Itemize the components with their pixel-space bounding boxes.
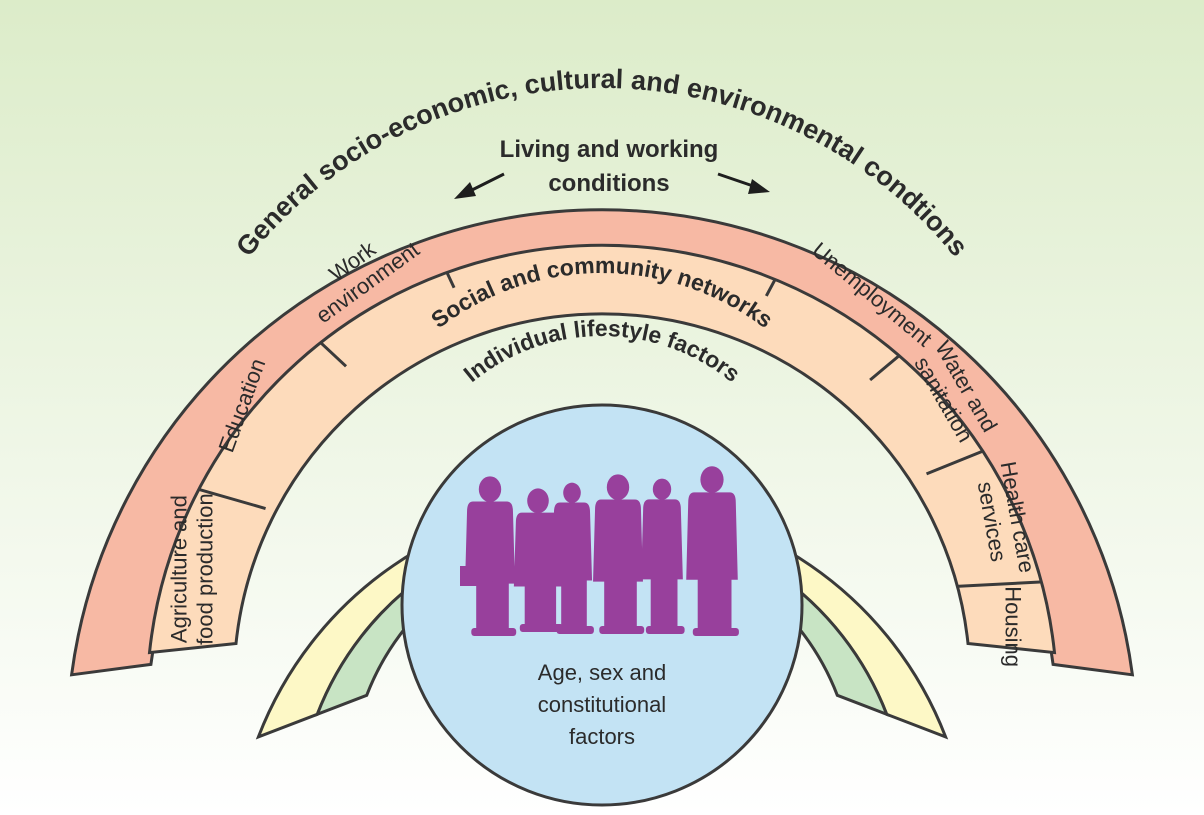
person-silhouette [593,474,645,634]
core-label-line3: factors [569,724,635,749]
person-silhouette [686,466,739,636]
segment-housing: Housing [1001,586,1026,667]
person-silhouette [641,478,685,634]
living-working-line1: Living and working [500,136,719,163]
core-label: Age, sex and constitutional factors [538,660,666,749]
living-working-title: Living and working conditions [454,136,770,199]
segment-housing-line1: Housing [1001,586,1026,667]
segment-agriculture-line1: Agriculture and [166,495,191,643]
core-label-line1: Age, sex and [538,660,666,685]
person-silhouette [513,488,564,632]
briefcase-icon [460,566,482,586]
segment-agriculture-line2: food production [192,493,217,645]
living-working-line2: conditions [548,170,669,197]
person-silhouette [551,482,594,634]
core-label-line2: constitutional [538,692,666,717]
person-silhouette [465,476,517,636]
arrow-right-icon [717,172,770,194]
ring-living-working-conditions [147,243,1057,655]
people-group-icon [460,466,739,636]
arrow-left-icon [454,172,505,199]
